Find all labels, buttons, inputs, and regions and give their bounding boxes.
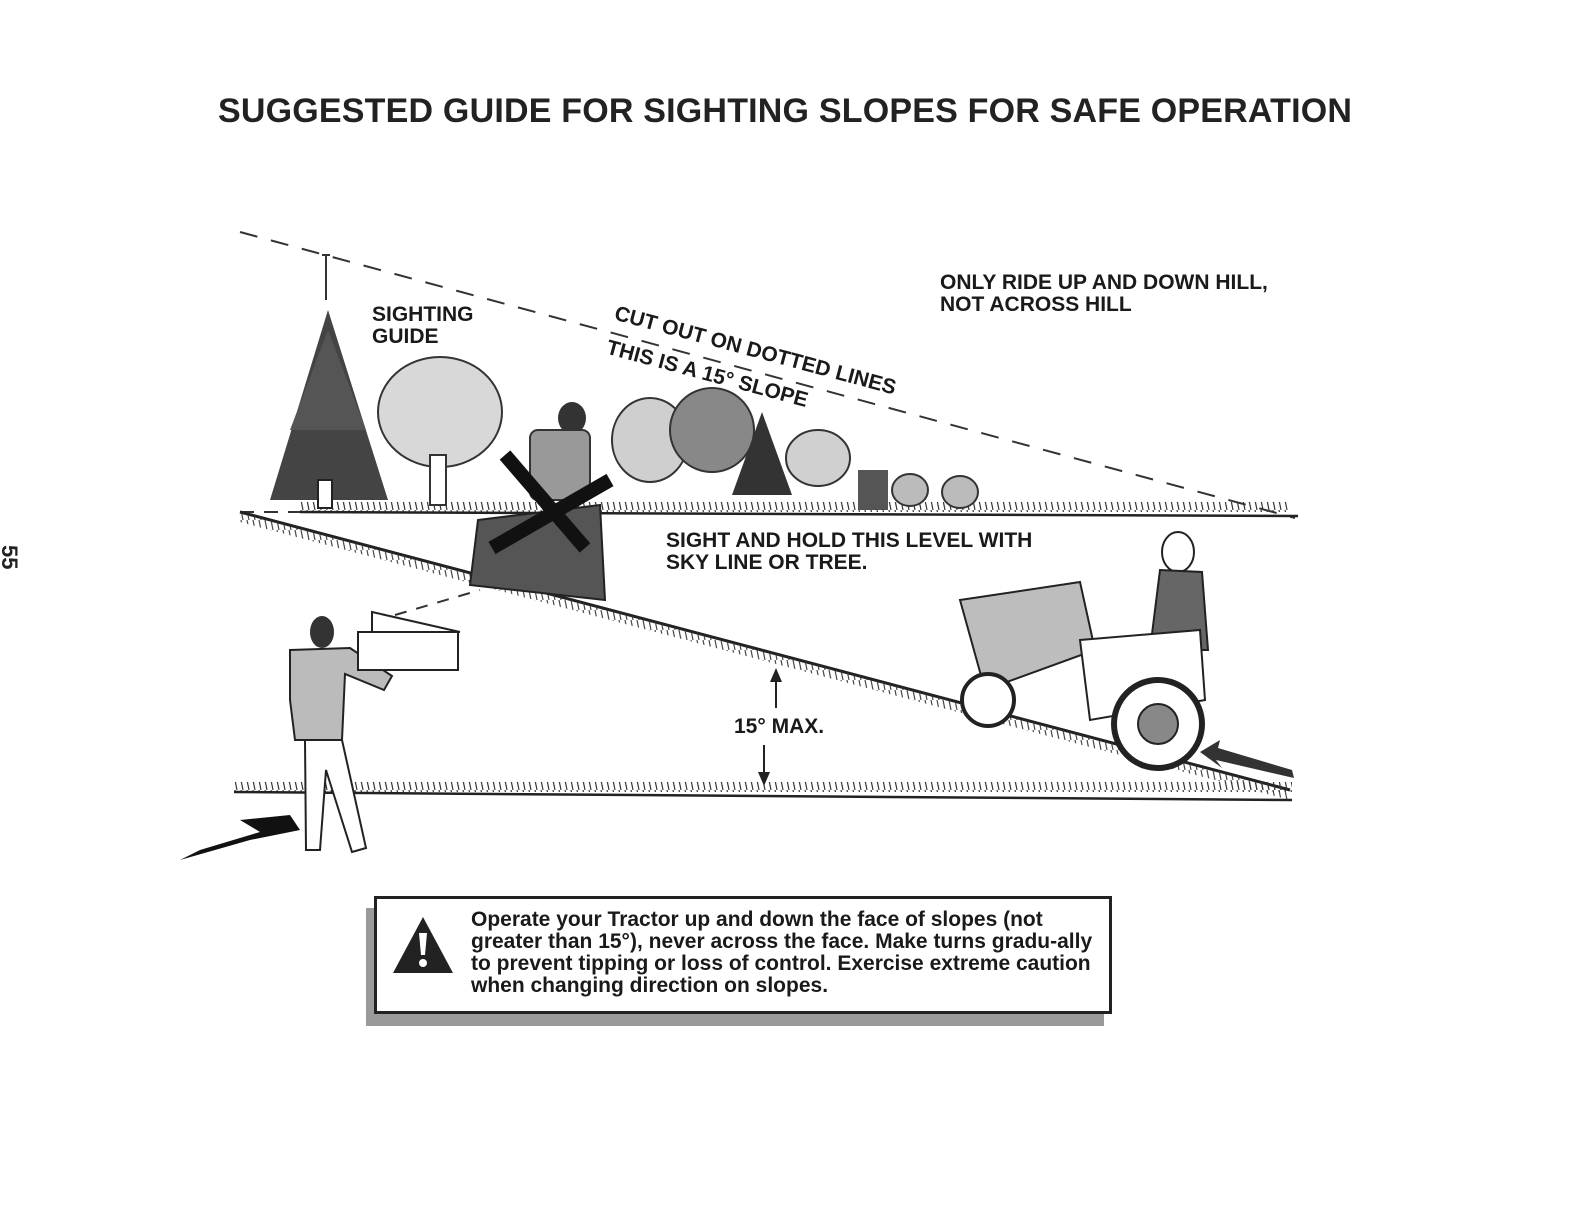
- sight-hold-line1: SIGHT AND HOLD THIS LEVEL WITH: [666, 529, 1033, 552]
- crossed-out-tractor-icon: [468, 402, 614, 602]
- tractor-up-slope-icon: [958, 531, 1210, 771]
- horizon-grass: [300, 502, 1290, 512]
- pine-tree-icon: [270, 310, 388, 509]
- sight-hold-line2: SKY LINE OR TREE.: [666, 551, 868, 574]
- ground-grass: [234, 782, 1292, 792]
- tree-icon: [377, 356, 503, 506]
- sighting-guide-label: SIGHTING GUIDE: [372, 304, 474, 348]
- tree-group-icon: [611, 387, 979, 510]
- angle-measure-arrows: [758, 668, 782, 786]
- page-title: SUGGESTED GUIDE FOR SIGHTING SLOPES FOR …: [218, 92, 1353, 130]
- sighting-guide-line1: SIGHTING: [372, 303, 474, 326]
- direction-arrow-icon: [1200, 740, 1294, 778]
- warning-box: Operate your Tractor up and down the fac…: [374, 896, 1112, 1014]
- ride-note-line2: NOT ACROSS HILL: [940, 293, 1132, 316]
- warning-triangle-icon: [393, 917, 453, 973]
- person-sighting-icon: [180, 589, 481, 860]
- ride-note: ONLY RIDE UP AND DOWN HILL, NOT ACROSS H…: [940, 272, 1268, 316]
- warning-text: Operate your Tractor up and down the fac…: [471, 908, 1093, 997]
- ride-note-line1: ONLY RIDE UP AND DOWN HILL,: [940, 271, 1268, 294]
- sight-hold-note: SIGHT AND HOLD THIS LEVEL WITH SKY LINE …: [666, 530, 1032, 574]
- sighting-guide-line2: GUIDE: [372, 325, 439, 348]
- max-angle-label: 15° MAX.: [734, 715, 825, 738]
- cut-line-top: [239, 231, 1296, 519]
